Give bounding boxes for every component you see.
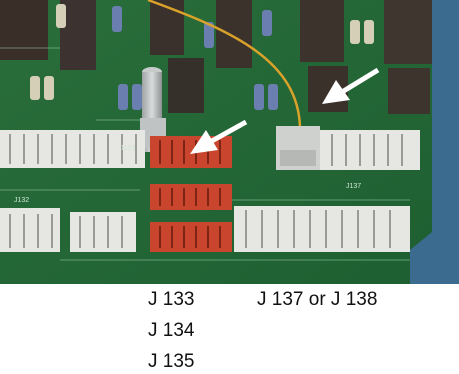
connector-j137 (276, 126, 320, 170)
label-j135: J 135 (148, 351, 195, 372)
circuit-board-photo: J132 J133 J137 (0, 0, 459, 284)
white-connector-left (0, 130, 145, 168)
top-components (0, 0, 432, 114)
label-j133: J 133 (148, 289, 195, 310)
red-connector-j134 (150, 184, 232, 210)
white-connector-lower-right (234, 206, 410, 252)
yellow-wire (147, 0, 302, 131)
arrow-icon-right (322, 67, 380, 104)
arrow-icon-left (190, 119, 248, 154)
label-j137-or-j138: J 137 or J 138 (257, 289, 378, 310)
white-connector-lower-left (0, 208, 136, 252)
red-connector-j133 (150, 136, 232, 168)
silkscreen-j137: J137 (346, 183, 361, 190)
silkscreen-j132: J132 (14, 197, 29, 204)
red-connector-j135 (150, 222, 232, 252)
white-connector-right (308, 130, 420, 170)
silkscreen-j133: J133 (120, 145, 135, 152)
label-j134: J 134 (148, 320, 195, 341)
